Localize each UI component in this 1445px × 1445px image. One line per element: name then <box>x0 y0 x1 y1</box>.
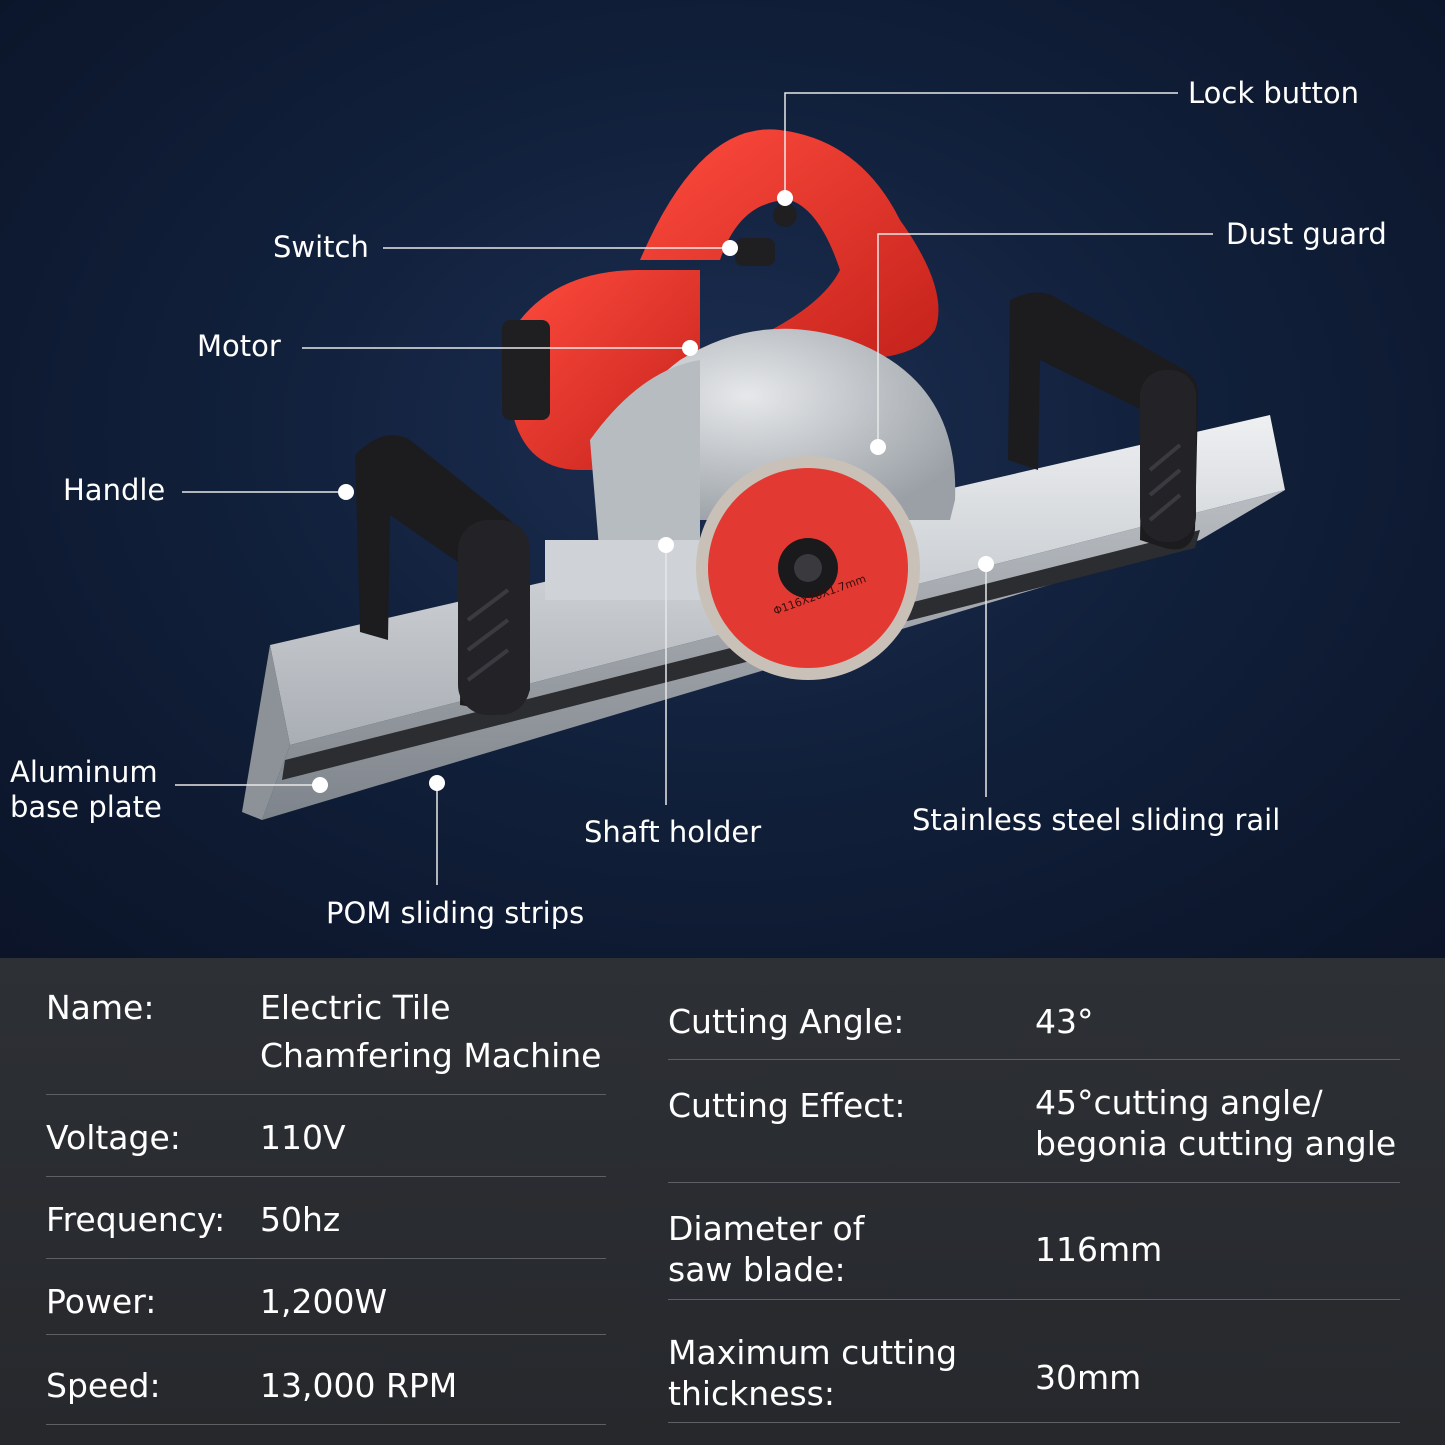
spec-divider <box>668 1422 1400 1423</box>
spec-label-frequency: Frequency: <box>46 1200 226 1239</box>
spec-label-speed: Speed: <box>46 1366 161 1405</box>
callout-stainless-rail: Stainless steel sliding rail <box>912 803 1281 837</box>
product-diagram: Φ116X20X1.7mm <box>0 0 1445 958</box>
spec-value-max-thickness: 30mm <box>1035 1358 1142 1397</box>
dust-guard <box>545 328 956 600</box>
callout-dust-guard: Dust guard <box>1226 217 1387 251</box>
spec-divider <box>668 1059 1400 1060</box>
spec-value-blade-diameter: 116mm <box>1035 1230 1163 1269</box>
spec-label-cutting-angle: Cutting Angle: <box>668 1002 905 1041</box>
spec-divider <box>46 1176 606 1177</box>
callout-lock-button: Lock button <box>1188 76 1359 110</box>
spec-divider <box>46 1094 606 1095</box>
spec-divider <box>668 1299 1400 1300</box>
spec-divider <box>46 1334 606 1335</box>
callout-handle: Handle <box>63 473 166 507</box>
spec-value-frequency: 50hz <box>260 1200 341 1239</box>
spec-label-max-thickness: Maximum cutting thickness: <box>668 1333 958 1414</box>
spec-value-voltage: 110V <box>260 1118 346 1157</box>
callout-motor: Motor <box>197 329 281 363</box>
callout-shaft-holder: Shaft holder <box>584 815 762 849</box>
callout-leader-lines <box>175 92 1213 885</box>
callout-markers <box>312 190 994 793</box>
callout-pom-strips: POM sliding strips <box>326 896 585 930</box>
spec-value-cutting-angle: 43° <box>1035 1002 1094 1041</box>
spec-value-power: 1,200W <box>260 1282 388 1321</box>
spec-divider <box>46 1424 606 1425</box>
spec-value-speed: 13,000 RPM <box>260 1366 458 1405</box>
spec-label-cutting-effect: Cutting Effect: <box>668 1086 906 1125</box>
spec-value-cutting-effect: 45°cutting angle/ begonia cutting angle <box>1035 1083 1397 1164</box>
specifications-table: Name: Electric Tile Chamfering Machine V… <box>0 958 1445 1445</box>
spec-label-blade-diameter: Diameter of saw blade: <box>668 1209 865 1290</box>
spec-label-power: Power: <box>46 1282 157 1321</box>
spec-divider <box>46 1258 606 1259</box>
saw-blade: Φ116X20X1.7mm <box>696 456 920 680</box>
spec-label-name: Name: <box>46 988 155 1027</box>
handle-right <box>1008 292 1199 550</box>
handle-left <box>355 435 530 715</box>
spec-label-voltage: Voltage: <box>46 1118 181 1157</box>
tile-chamfering-machine-illustration: Φ116X20X1.7mm <box>175 92 1285 885</box>
spec-divider <box>668 1182 1400 1183</box>
callout-switch: Switch <box>273 230 369 264</box>
callout-aluminum-base-plate: Aluminum base plate <box>10 755 162 824</box>
spec-value-name: Electric Tile Chamfering Machine <box>260 988 602 1075</box>
